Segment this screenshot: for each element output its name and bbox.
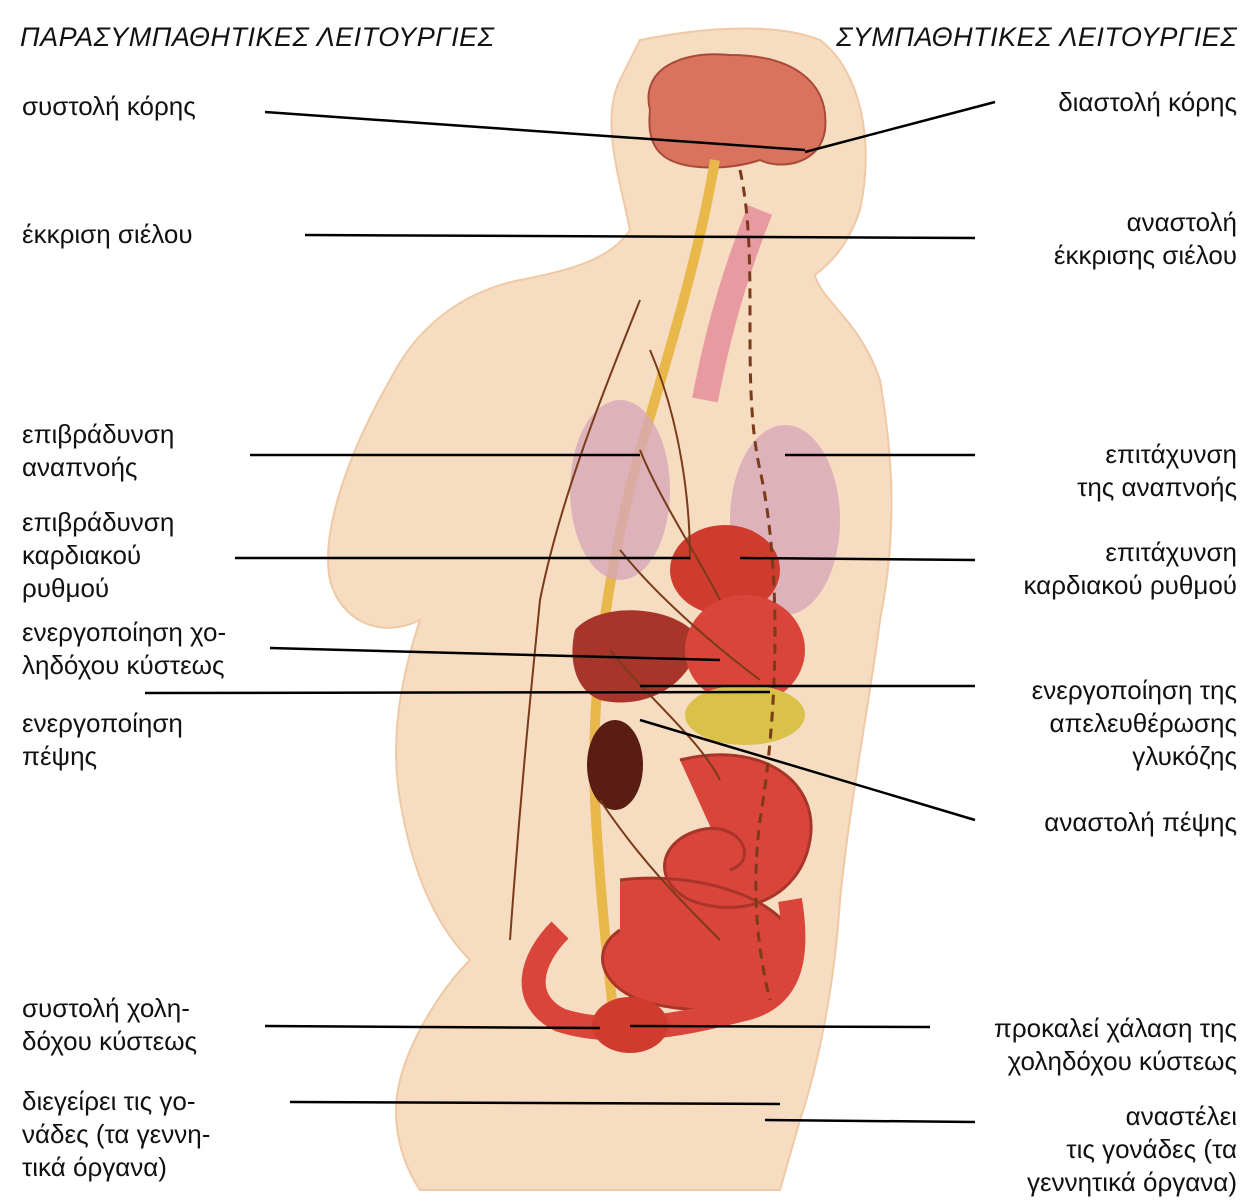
sympathetic-heading: ΣΥΜΠΑΘΗΤΙΚΕΣ ΛΕΙΤΟΥΡΓΙΕΣ [836, 22, 1237, 53]
parasympathetic-heading: ΠΑΡΑΣΥΜΠΑΘΗΤΙΚΕΣ ΛΕΙΤΟΥΡΓΙΕΣ [20, 22, 494, 53]
label-saliva-inhibition: αναστολή έκκρισης σιέλου [1054, 206, 1237, 272]
label-gonad-inhibition: αναστέλει τις γονάδες (τα γεννητικά όργα… [1027, 1100, 1237, 1199]
lung-left [570, 400, 670, 580]
label-gallbladder-contraction: συστολή χολη- δόχου κύστεως [22, 992, 197, 1058]
label-gallbladder-relaxation: προκαλεί χάλαση της χοληδόχου κύστεως [994, 1012, 1237, 1078]
label-slow-heart-rate: επιβράδυνση καρδιακού ρυθμού [22, 506, 174, 605]
label-fast-heart-rate: επιτάχυνση καρδιακού ρυθμού [1024, 536, 1238, 602]
label-fast-breathing: επιτάχυνση της αναπνοής [1077, 438, 1237, 504]
pancreas-shape [685, 685, 805, 745]
label-gallbladder-activation: ενεργοποίηση χο- ληδόχου κύστεως [22, 616, 226, 682]
label-digestion-inhibition: αναστολή πέψης [1044, 806, 1237, 839]
label-pupil-constriction: συστολή κόρης [22, 90, 196, 123]
label-gonad-stimulation: διεγείρει τις γο- νάδες (τα γεννη- τικά … [22, 1085, 210, 1184]
label-saliva-secretion: έκκριση σιέλου [22, 218, 193, 251]
label-glucose-release: ενεργοποίηση της απελευθέρωσης γλυκόζης [1032, 674, 1237, 773]
kidney-shape [587, 720, 643, 810]
label-digestion-activation: ενεργοποίηση πέψης [22, 707, 183, 773]
label-slow-breathing: επιβράδυνση αναπνοής [22, 418, 174, 484]
label-pupil-dilation: διαστολή κόρης [1058, 86, 1237, 119]
